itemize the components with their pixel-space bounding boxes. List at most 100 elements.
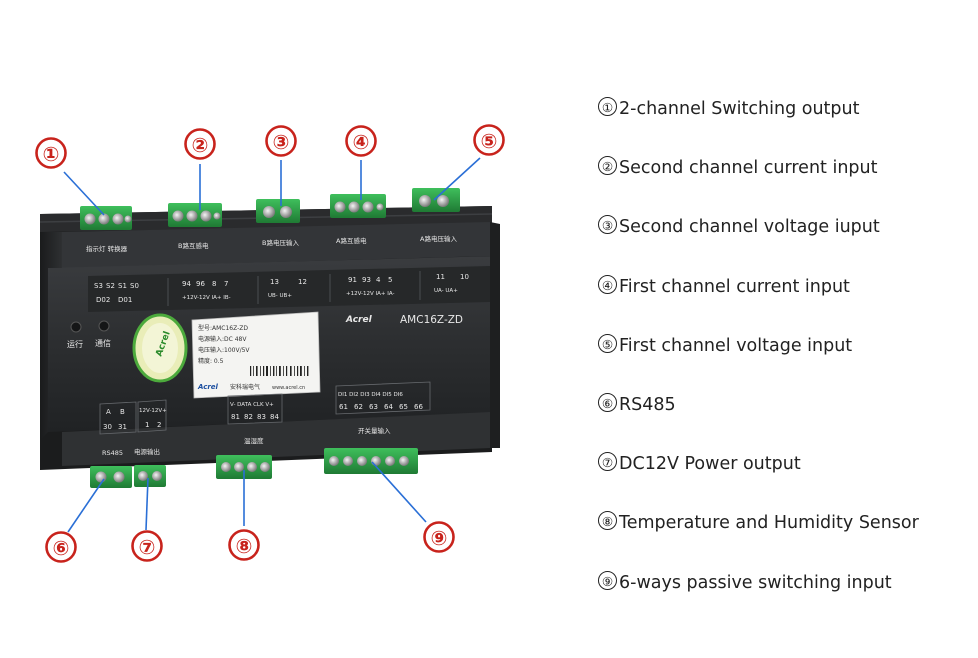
legend-number: ⑦ xyxy=(598,452,617,472)
term-91: 91 xyxy=(348,276,357,284)
legend-number: ③ xyxy=(598,215,617,235)
term-d01: D01 xyxy=(118,296,132,304)
comm-label: 通信 xyxy=(95,338,111,348)
nameplate-line2: 电压输入:100V/5V xyxy=(198,346,250,354)
term-s2: S2 xyxy=(106,282,115,290)
connector-6 xyxy=(90,466,132,488)
term-d02: D02 xyxy=(96,296,110,304)
nameplate-brand-cn: 安科瑞电气 xyxy=(230,383,260,391)
label-sensor: 温湿度 xyxy=(244,436,264,445)
callout-3-num: ③ xyxy=(273,130,290,154)
legend-text: First channel current input xyxy=(619,276,850,297)
term-62: 62 xyxy=(354,403,363,411)
term-96: 96 xyxy=(196,280,205,288)
term-13: 13 xyxy=(270,278,279,286)
term-g3b: UB- UB+ xyxy=(268,293,292,299)
legend-number: ⑥ xyxy=(598,392,617,412)
connector-7 xyxy=(134,465,166,487)
legend-text: DC12V Power output xyxy=(619,454,801,475)
term-g4b: +12V-12V IA+ IA- xyxy=(346,291,395,297)
term-66: 66 xyxy=(414,403,423,411)
term-61: 61 xyxy=(339,403,348,411)
callout-8 xyxy=(228,529,260,561)
nameplate-line3: 精度: 0.5 xyxy=(198,357,224,365)
legend-number: ⑤ xyxy=(598,333,617,353)
callout-7-num: ⑦ xyxy=(139,535,156,559)
nameplate-brand: Acrel xyxy=(197,383,219,391)
legend-number: ② xyxy=(598,156,617,176)
legend-text: Second channel voltage iuput xyxy=(619,217,880,238)
callout-8-num: ⑧ xyxy=(236,534,253,558)
callout-2-num: ② xyxy=(192,133,209,157)
label-rs485: RS485 xyxy=(102,449,123,457)
nameplate-model: 型号:AMC16Z-ZD xyxy=(198,324,248,332)
term-30: 30 xyxy=(103,423,112,431)
connector-2 xyxy=(168,203,222,227)
callout-5 xyxy=(473,124,505,156)
term-93: 93 xyxy=(362,276,371,284)
callout-1 xyxy=(35,137,67,169)
term-63: 63 xyxy=(369,403,378,411)
callout-1-num: ① xyxy=(43,142,60,166)
term-sensor-top: V- DATA CLK V+ xyxy=(230,402,274,408)
term-4: 4 xyxy=(376,276,381,284)
label-ch1-current: A路互感电 xyxy=(336,236,367,245)
connector-5 xyxy=(412,188,460,212)
device-photo: 指示灯 转换器 B路互感电 B路电压输入 A路互感电 A路电压输入 S3 S2 … xyxy=(35,124,505,563)
label-power: 电源输出 xyxy=(134,447,160,456)
label-do: 指示灯 转换器 xyxy=(86,244,128,253)
legend-text: RS485 xyxy=(619,394,676,415)
term-s3: S3 xyxy=(94,282,103,290)
term-83: 83 xyxy=(257,413,266,421)
term-81: 81 xyxy=(231,413,240,421)
callout-2 xyxy=(184,128,216,160)
bottom-connectors xyxy=(90,448,418,488)
leader-lines xyxy=(63,157,481,533)
legend-text: Second channel current input xyxy=(619,158,878,179)
legend-number: ⑨ xyxy=(598,570,617,590)
connector-9 xyxy=(324,448,418,474)
term-31: 31 xyxy=(118,423,127,431)
term-94: 94 xyxy=(182,280,191,288)
callout-9-num: ⑨ xyxy=(431,526,448,550)
brand-label: Acrel xyxy=(345,315,373,325)
term-g2b: +12V-12V IA+ IB- xyxy=(182,295,231,301)
term-12: 12 xyxy=(298,278,307,286)
callout-6-num: ⑥ xyxy=(53,536,70,560)
legend-text: Temperature and Humidity Sensor xyxy=(619,513,919,534)
term-10: 10 xyxy=(460,273,469,281)
term-7: 7 xyxy=(224,280,228,288)
label-ch2-current: B路互感电 xyxy=(178,241,209,250)
connector-4 xyxy=(330,194,386,218)
callout-5-num: ⑤ xyxy=(481,129,498,153)
label-ch1-voltage: A路电压输入 xyxy=(420,234,457,243)
nameplate-url: www.acrel.cn xyxy=(272,385,305,391)
term-1: 1 xyxy=(145,421,149,429)
top-terminal-strip: S3 S2 S1 S0 D02 D01 94 96 8 7 +12V-12V I… xyxy=(88,266,490,312)
callout-3 xyxy=(265,125,297,157)
led-indicators: 运行 通信 xyxy=(67,320,111,349)
term-5: 5 xyxy=(388,276,392,284)
top-connectors xyxy=(80,188,460,230)
nameplate-line1: 电源输入:DC 48V xyxy=(198,335,247,343)
callout-4 xyxy=(345,125,377,157)
legend-text: 6-ways passive switching input xyxy=(619,572,892,593)
callouts xyxy=(35,124,505,563)
legend-text: 2-channel Switching output xyxy=(619,99,860,119)
term-s1: S1 xyxy=(118,282,127,290)
legend-number: ⑧ xyxy=(598,511,617,531)
legend-text: First channel voltage input xyxy=(619,335,853,356)
term-s0: S0 xyxy=(130,282,139,290)
term-82: 82 xyxy=(244,413,253,421)
term-a: A xyxy=(106,408,111,416)
term-64: 64 xyxy=(384,403,393,411)
label-ch2-voltage: B路电压输入 xyxy=(262,238,299,247)
